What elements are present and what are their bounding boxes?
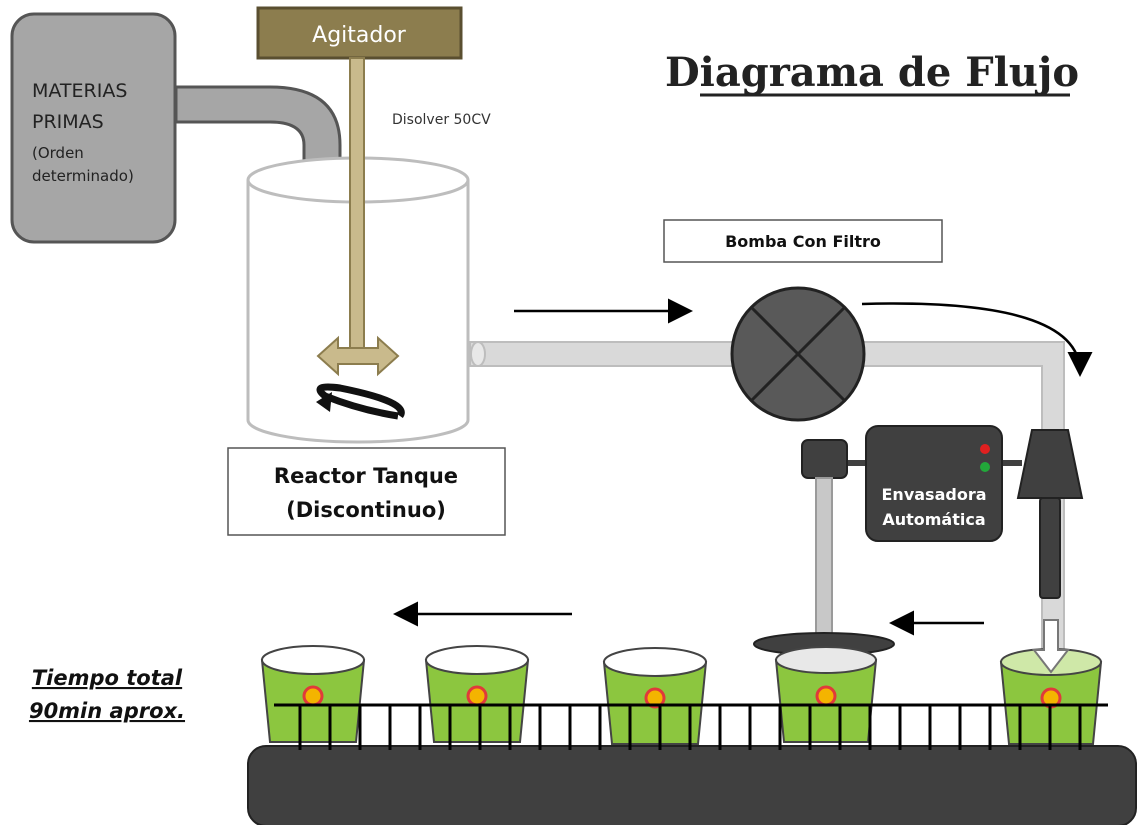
filler-red-light — [980, 444, 990, 454]
flow-arrow-down — [861, 302, 1093, 377]
raw-materials-box — [10, 12, 177, 244]
diagram-title: Diagrama de Flujo — [665, 49, 1079, 96]
pump-label: Bomba Con Filtro — [725, 232, 881, 251]
stirring-arrow-tip — [316, 392, 332, 412]
pump-cross-b — [749, 305, 847, 403]
reactor-label-line1: Reactor Tanque — [274, 464, 458, 488]
filler-label-line1: Envasadora — [882, 485, 987, 504]
filler-arm-right — [1000, 460, 1022, 466]
reactor-label-line2: (Discontinuo) — [286, 498, 446, 522]
filler-nozzle-tube — [1039, 497, 1061, 599]
raw-materials-line2: PRIMAS — [32, 111, 104, 133]
raw-materials-line1: MATERIAS — [32, 80, 127, 102]
stirring-arrow — [316, 383, 405, 420]
raw-materials-line4: determinado) — [32, 167, 134, 185]
agitator-shaft — [349, 57, 365, 349]
filling-arrow — [1031, 619, 1071, 674]
filler-green-light — [980, 462, 990, 472]
filler-label-line2: Automática — [882, 510, 985, 529]
agitator-blade-arrow — [316, 335, 400, 377]
total-time-line1: Tiempo total — [32, 666, 183, 690]
can-2 — [424, 645, 530, 743]
pump-label-box — [663, 219, 943, 263]
filler-machine-box — [865, 425, 1003, 542]
filler-clamp — [801, 439, 848, 479]
conveyor-belt — [247, 745, 1137, 825]
reactor-label-box — [227, 447, 506, 536]
can-4 — [774, 646, 878, 743]
conveyor-rail-ties — [298, 705, 1082, 750]
filler-nozzle — [1016, 429, 1084, 499]
raw-materials-line3: (Orden — [32, 144, 84, 162]
can-1 — [260, 645, 366, 743]
filler-arm-left — [845, 460, 870, 466]
filler-post — [815, 477, 833, 639]
agitator-label: Agitador — [312, 23, 407, 48]
agitator-spec: Disolver 50CV — [392, 112, 491, 128]
pipe-inlet — [470, 341, 486, 367]
total-time-line2: 90min aprox. — [29, 699, 185, 723]
agitator-box — [256, 6, 463, 60]
